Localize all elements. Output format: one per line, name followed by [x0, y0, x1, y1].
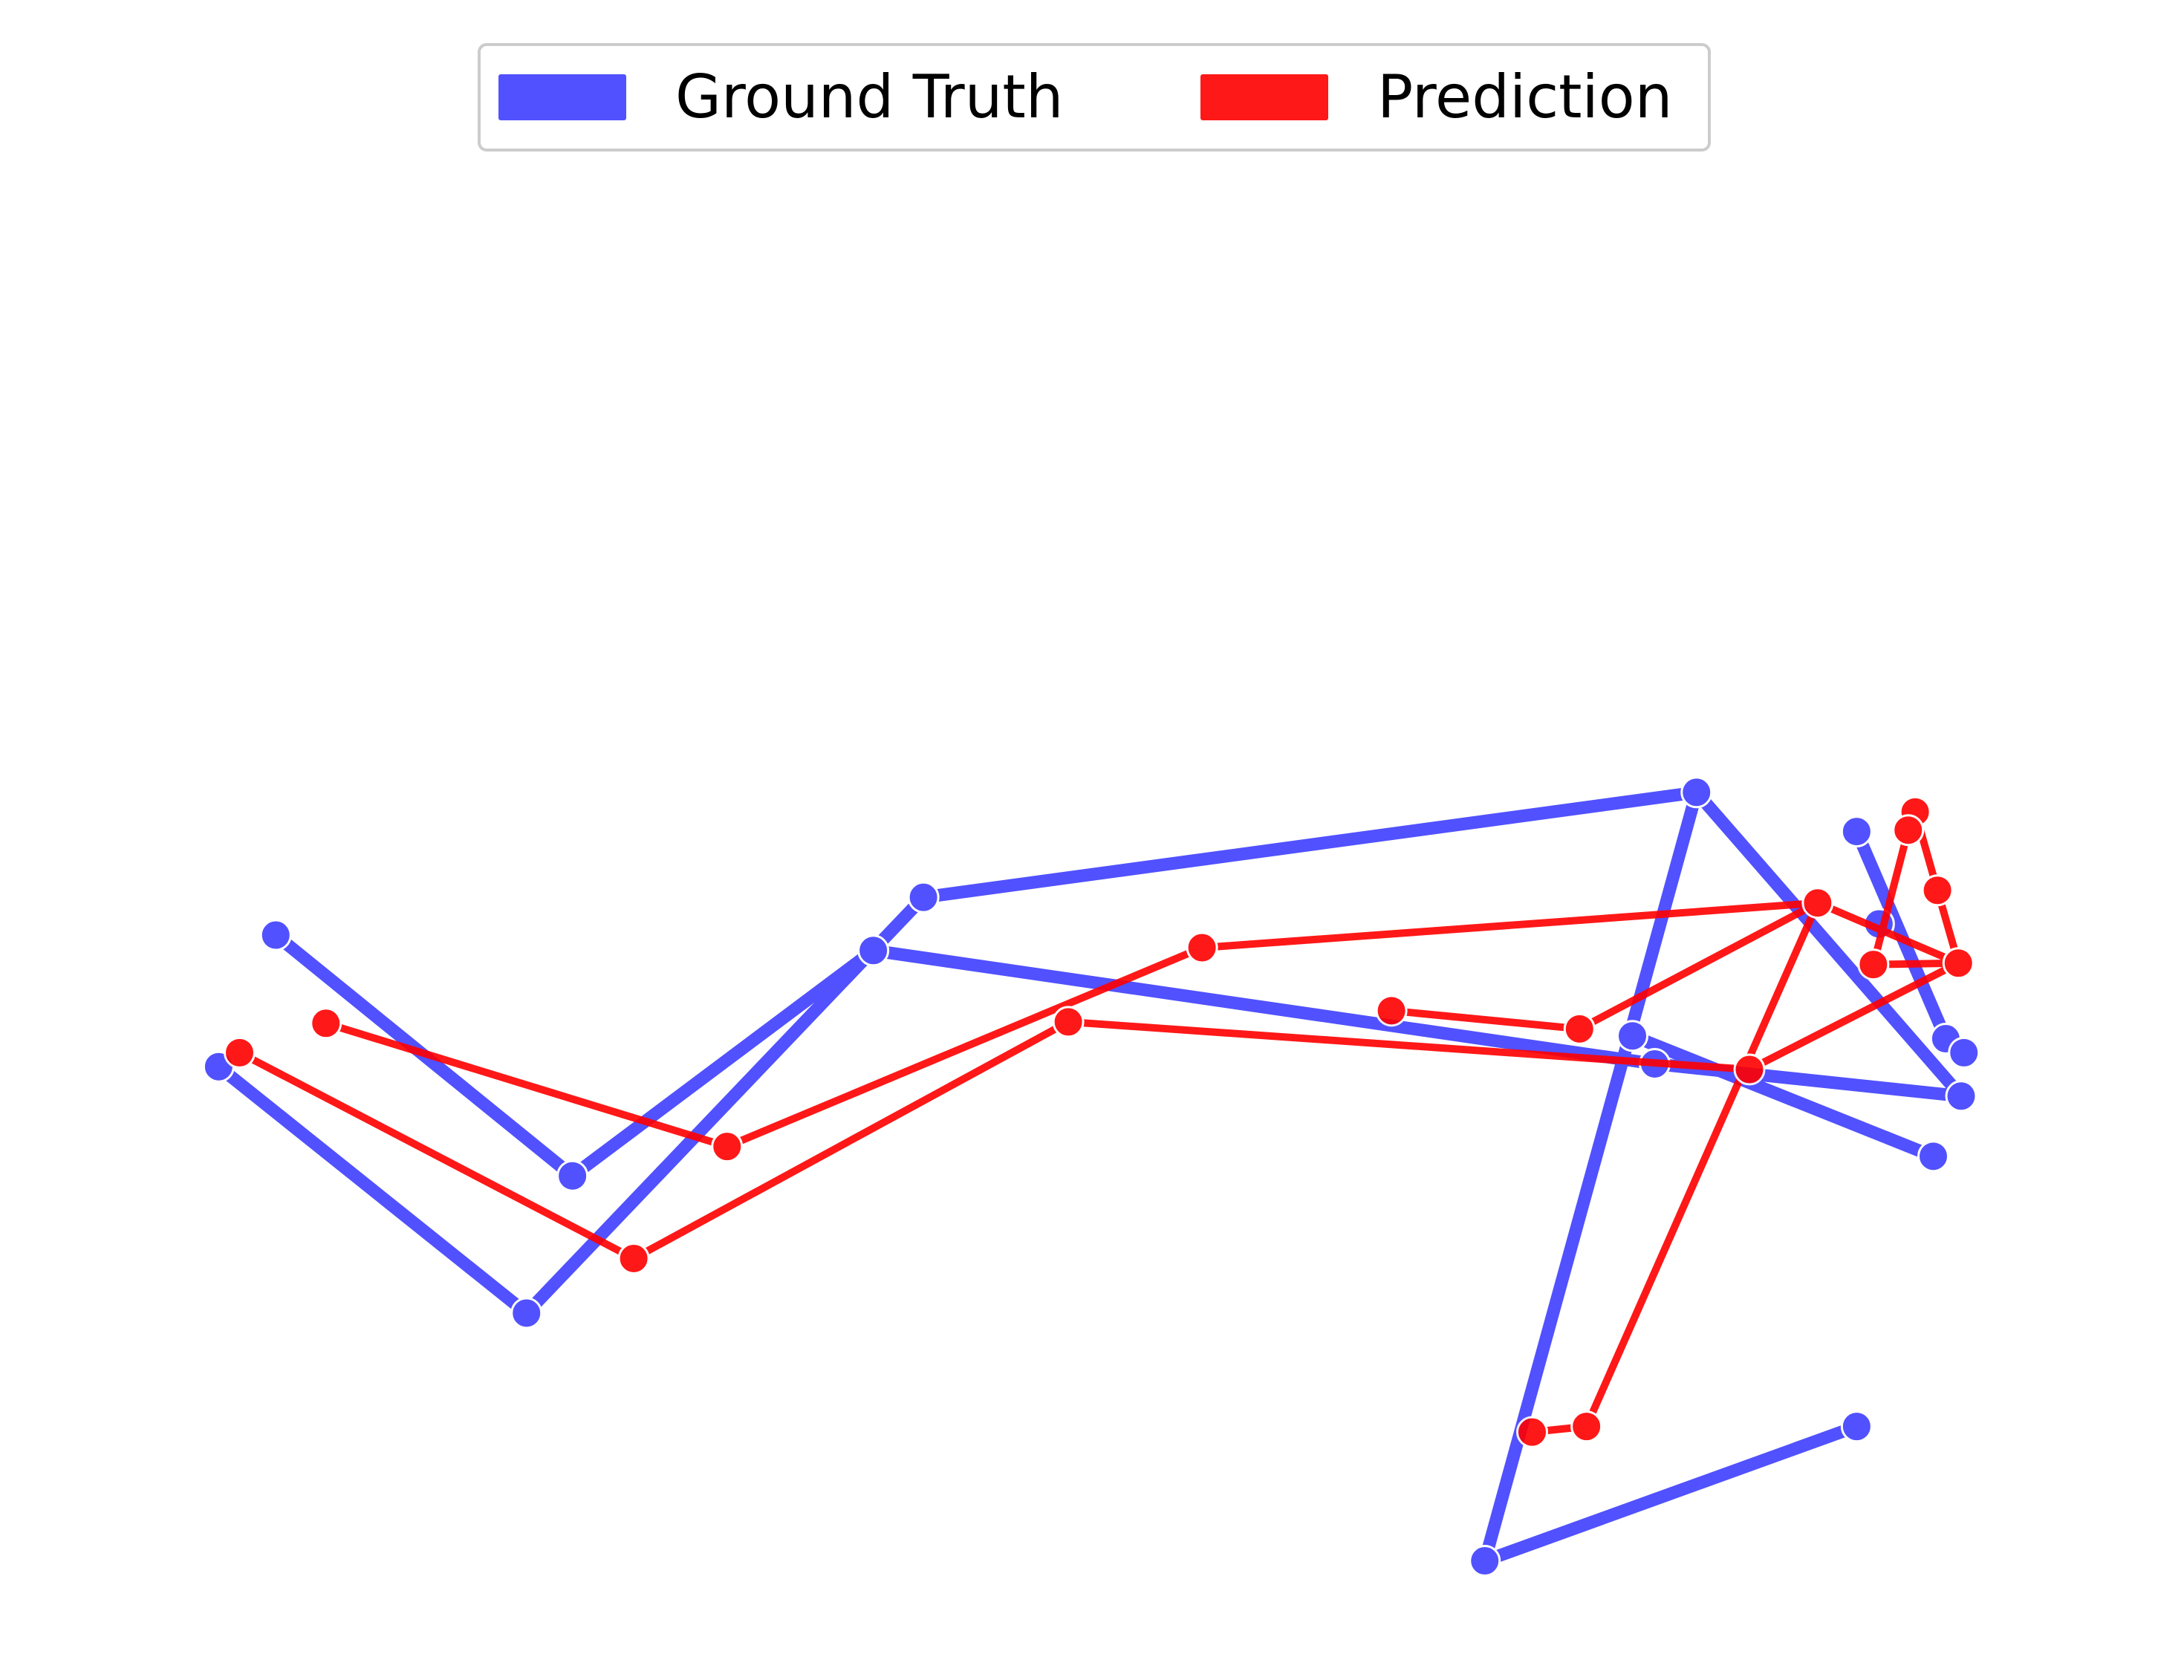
series-0-edge-12 [1626, 1029, 1940, 1163]
series-1 [224, 795, 1975, 1448]
series-0-point-13 [1948, 1036, 1980, 1069]
series-0-point-11 [1840, 815, 1873, 848]
series-1-point-7 [617, 1242, 650, 1274]
series-1-point-1 [711, 1130, 744, 1163]
series-1-edge-3 [1582, 899, 1821, 1430]
series-0-point-4 [1945, 1080, 1977, 1113]
series-0-edge-7 [1690, 786, 1968, 1103]
series-0-point-10 [1840, 1410, 1873, 1443]
legend-label-1: Prediction [1377, 62, 1673, 131]
series-1-point-10 [1942, 947, 1975, 980]
series-1-point-12 [1563, 1012, 1596, 1045]
legend-item-1: Prediction [1200, 46, 1672, 149]
legend-swatch-1 [1200, 74, 1328, 120]
series-1-point-2 [1186, 931, 1218, 964]
series-1-edge-11 [1813, 899, 1963, 967]
legend: Ground Truth Prediction [478, 43, 1711, 152]
series-0-edge-9 [1478, 1420, 1863, 1568]
series-0-point-15 [1917, 1140, 1949, 1173]
series-1-point-16 [1857, 948, 1890, 981]
series-1-point-5 [1516, 1416, 1548, 1448]
series-1-point-9 [1733, 1053, 1766, 1086]
series-1-point-3 [1801, 887, 1834, 919]
series-1-point-11 [1375, 994, 1408, 1027]
series-0-point-7 [907, 881, 940, 914]
series-1-edge-2 [1198, 899, 1821, 952]
series-1-edge-10 [1576, 899, 1821, 1033]
series-1-point-15 [1892, 814, 1925, 847]
series-0-point-14 [1616, 1020, 1648, 1052]
legend-swatch-0 [498, 74, 626, 120]
series-1-edge-7 [1065, 1018, 1753, 1073]
series-0-point-1 [556, 1159, 589, 1192]
series-0-edge-8 [1478, 786, 1703, 1568]
series-1-point-4 [1570, 1410, 1603, 1443]
series-0-point-2 [857, 934, 890, 967]
series-1-point-0 [310, 1007, 342, 1040]
legend-label-0: Ground Truth [675, 62, 1064, 131]
series-layer [202, 776, 1980, 1578]
series-0-point-8 [1680, 776, 1713, 809]
series-0-edge-1 [566, 944, 880, 1182]
series-0-edge-6 [917, 786, 1703, 904]
series-1-point-8 [1052, 1006, 1085, 1038]
series-0-point-0 [259, 919, 292, 951]
series-0-edge-5 [520, 891, 930, 1320]
series-1-point-6 [224, 1036, 256, 1069]
series-1-point-13 [1921, 874, 1954, 907]
series-0 [202, 776, 1980, 1578]
series-1-edge-15 [1869, 826, 1912, 968]
series-1-edge-5 [235, 1049, 638, 1263]
series-0-point-9 [1469, 1545, 1501, 1578]
series-1-edge-1 [723, 944, 1206, 1150]
series-0-edge-2 [867, 944, 1661, 1070]
legend-item-0: Ground Truth [498, 46, 1063, 149]
series-1-edge-6 [630, 1018, 1073, 1263]
series-1-edge-9 [1388, 1006, 1584, 1033]
series-1-edge-0 [322, 1019, 731, 1150]
series-0-edge-4 [212, 1060, 533, 1320]
series-0-point-6 [510, 1297, 543, 1329]
series-1-edge-8 [1746, 959, 1963, 1073]
